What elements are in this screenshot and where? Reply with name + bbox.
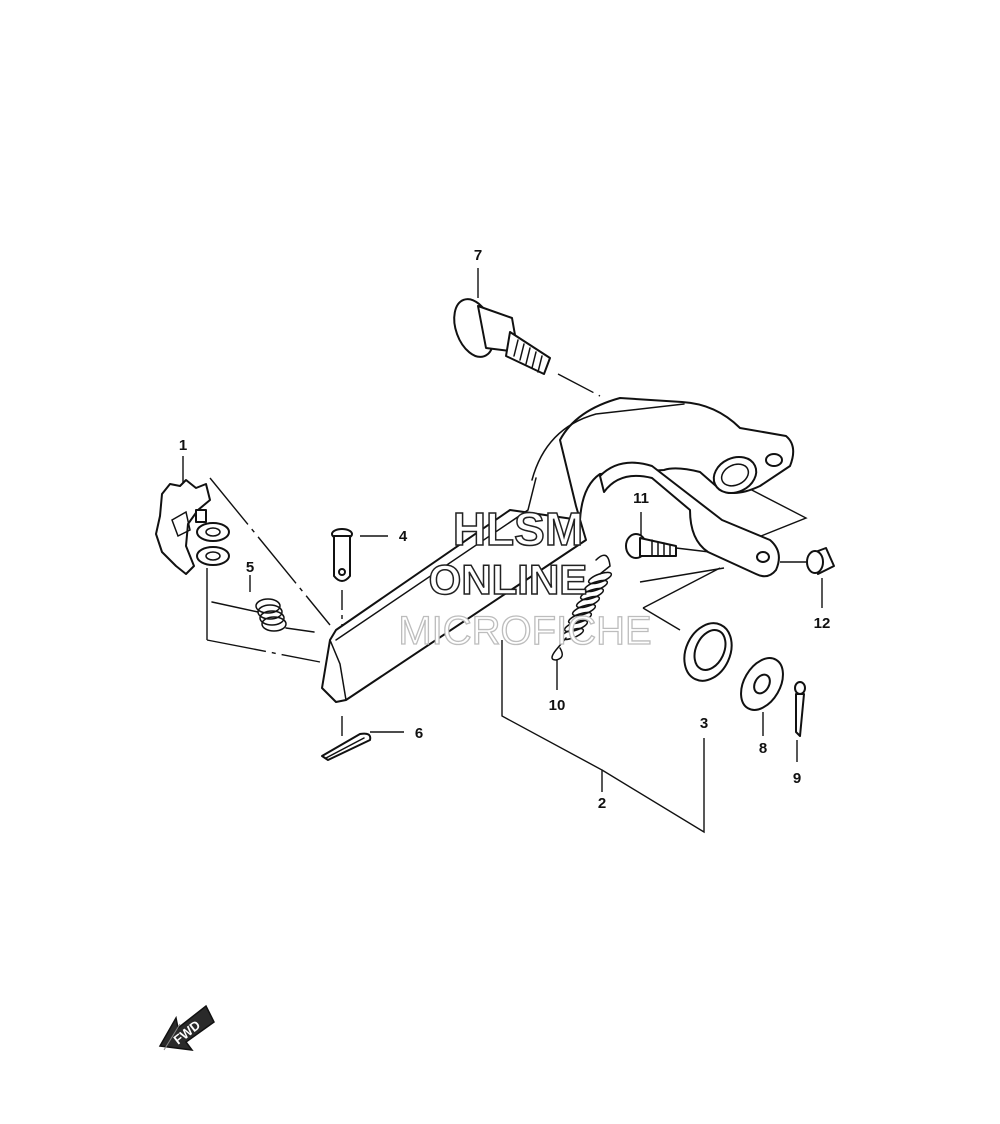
callout-3: 3 bbox=[700, 715, 708, 732]
cotter-pin bbox=[794, 681, 806, 737]
hex-bolt bbox=[625, 533, 677, 559]
watermark-line2: ONLINE bbox=[429, 556, 588, 603]
callout-labels: 1 2 3 4 5 6 7 8 9 10 11 12 bbox=[179, 247, 831, 812]
callout-5: 5 bbox=[246, 559, 254, 576]
clevis-pin bbox=[331, 528, 353, 582]
washer bbox=[740, 657, 784, 711]
ratchet-pawl bbox=[155, 479, 230, 575]
callout-11: 11 bbox=[633, 490, 649, 507]
callout-2: 2 bbox=[598, 795, 606, 812]
cotter-pin-small bbox=[321, 732, 372, 761]
fwd-arrow-icon: FWD bbox=[158, 1004, 215, 1051]
callout-7: 7 bbox=[474, 247, 482, 264]
watermark: HLSM ONLINE MICROFICHE bbox=[398, 502, 653, 653]
callout-6: 6 bbox=[415, 725, 423, 742]
callout-9: 9 bbox=[793, 770, 801, 787]
callout-12: 12 bbox=[814, 615, 831, 632]
extension-spring bbox=[551, 554, 613, 661]
oil-seal bbox=[683, 622, 733, 682]
callout-1: 1 bbox=[179, 437, 187, 454]
callout-8: 8 bbox=[759, 740, 767, 757]
collar bbox=[806, 547, 835, 575]
shoulder-bolt bbox=[453, 298, 551, 375]
callout-4: 4 bbox=[399, 528, 408, 545]
watermark-line3: MICROFICHE bbox=[398, 609, 651, 653]
watermark-line1: HLSM bbox=[453, 503, 583, 555]
torsion-spring bbox=[211, 598, 315, 633]
brake-lever bbox=[321, 397, 795, 703]
callout-10: 10 bbox=[549, 697, 566, 714]
